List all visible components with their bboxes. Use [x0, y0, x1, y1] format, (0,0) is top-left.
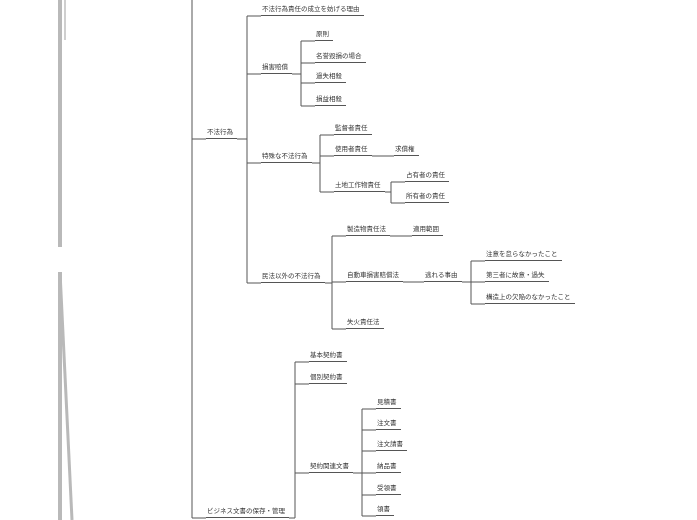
- left-edge-bar-upper: [58, 0, 62, 247]
- node-n21[interactable]: 受領書: [376, 484, 401, 495]
- node-songai[interactable]: 損害賠償: [261, 63, 292, 74]
- node-n1[interactable]: 不法行為責任の成立を妨げる理由: [261, 5, 364, 16]
- node-n12[interactable]: 第三者に故意・過失: [485, 271, 549, 282]
- node-n19[interactable]: 注文請書: [376, 440, 407, 451]
- left-edge-bar-upper-thin: [64, 0, 66, 40]
- node-n17[interactable]: 見積書: [376, 398, 401, 409]
- node-jidou[interactable]: 自動車損害賠償法: [346, 271, 403, 282]
- node-seizou[interactable]: 製造物責任法: [346, 225, 390, 236]
- node-nogare[interactable]: 逃れる事由: [424, 271, 462, 282]
- node-shiyou[interactable]: 使用者責任: [334, 145, 372, 156]
- node-fuhou[interactable]: 不法行為: [206, 128, 237, 139]
- node-n14[interactable]: 失火責任法: [346, 318, 384, 329]
- left-edge-bar-lower-diagonal: [58, 272, 74, 520]
- node-n7[interactable]: 求償権: [394, 145, 419, 156]
- node-n8[interactable]: 占有者の責任: [405, 171, 449, 182]
- node-minpo[interactable]: 民法以外の不法行為: [261, 272, 325, 283]
- node-n10[interactable]: 適用範囲: [412, 225, 443, 236]
- node-n15[interactable]: 基本契約書: [309, 351, 347, 362]
- node-n6[interactable]: 監督者責任: [334, 124, 372, 135]
- node-n22[interactable]: 領書: [376, 505, 394, 516]
- node-n20[interactable]: 納品書: [376, 462, 401, 473]
- node-n4[interactable]: 過失相殺: [315, 72, 346, 83]
- node-tochi[interactable]: 土地工作物責任: [334, 181, 385, 192]
- left-edge-bar-lower: [58, 272, 62, 520]
- node-n5[interactable]: 損益相殺: [315, 95, 346, 106]
- node-tokushu[interactable]: 特殊な不法行為: [261, 152, 312, 163]
- node-n16[interactable]: 個別契約書: [309, 373, 347, 384]
- node-n3[interactable]: 名誉毀損の場合: [315, 52, 366, 63]
- node-n2[interactable]: 原則: [315, 30, 333, 41]
- node-n18[interactable]: 注文書: [376, 419, 401, 430]
- node-business[interactable]: ビジネス文書の保存・管理: [206, 507, 289, 518]
- node-n11[interactable]: 注意を怠らなかったこと: [485, 250, 562, 261]
- node-n9[interactable]: 所有者の責任: [405, 192, 449, 203]
- node-keiyaku[interactable]: 契約関連文書: [309, 462, 353, 473]
- node-n13[interactable]: 構造上の欠陥のなかったこと: [485, 293, 575, 304]
